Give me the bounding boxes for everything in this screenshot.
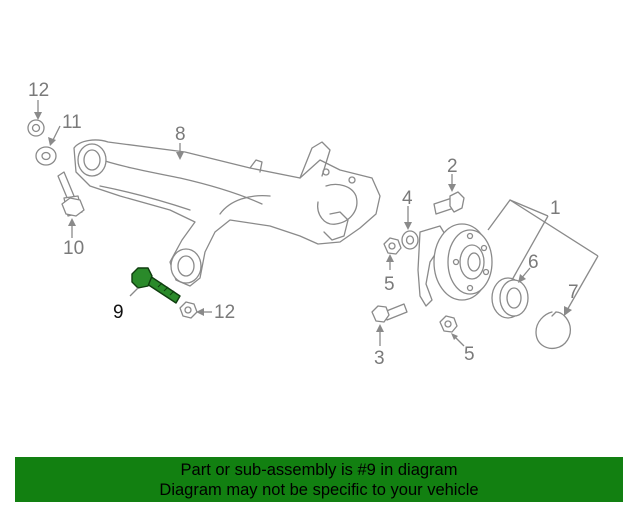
callout-2: 2 <box>447 156 458 177</box>
callout-4: 4 <box>402 188 413 209</box>
banner-line-part: Part or sub-assembly is #9 in diagram <box>180 461 458 479</box>
diagram-notice-banner: Part or sub-assembly is #9 in diagram Di… <box>15 457 623 502</box>
bolt-3 <box>371 303 408 323</box>
nut-5-lower <box>439 315 458 333</box>
callout-10: 10 <box>63 238 84 259</box>
nut-12-lower <box>179 301 198 319</box>
callout-12-lower: 12 <box>214 302 235 323</box>
callout-6: 6 <box>528 252 539 273</box>
callout-8: 8 <box>175 124 186 145</box>
callout-9: 9 <box>113 302 124 323</box>
washer-4 <box>401 230 419 250</box>
callout-12-top: 12 <box>28 80 49 101</box>
callout-7: 7 <box>568 282 579 303</box>
bearing-6 <box>491 277 529 319</box>
callout-3: 3 <box>374 348 385 369</box>
axle-beam <box>73 139 381 287</box>
bolt-2 <box>433 191 465 215</box>
washer-11 <box>35 146 57 166</box>
nut-12-top <box>27 119 45 137</box>
hub-knuckle <box>417 223 493 307</box>
callout-11: 11 <box>62 112 82 133</box>
snap-ring-7 <box>535 311 572 350</box>
leader-lines <box>34 100 599 347</box>
callout-5-top: 5 <box>384 274 395 295</box>
nut-5-top <box>383 237 402 255</box>
callout-5-lower: 5 <box>464 344 475 365</box>
banner-line-disclaimer: Diagram may not be specific to your vehi… <box>159 481 479 499</box>
bolt-10 <box>57 171 85 217</box>
bolt-9-highlighted <box>131 267 181 304</box>
callout-1: 1 <box>550 198 561 219</box>
